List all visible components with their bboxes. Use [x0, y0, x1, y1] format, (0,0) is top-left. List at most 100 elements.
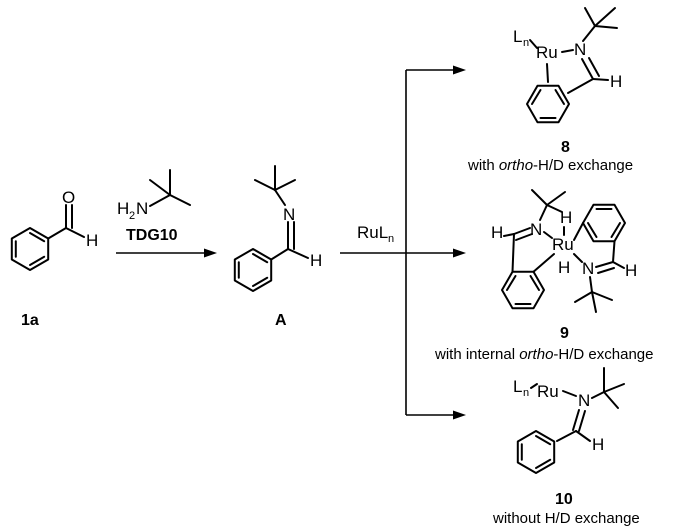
- ligand-l-label: L: [513, 27, 522, 46]
- aldehyde-h-bond: [65, 227, 85, 238]
- compound-10-structure: L n Ru N H: [513, 367, 625, 474]
- arrow-head: [453, 65, 466, 75]
- ligand-ru-bond: [530, 383, 538, 389]
- imine-double-bond: [595, 261, 614, 268]
- hydrogen-label: H: [86, 231, 98, 250]
- ring-to-carbonyl-bond: [47, 227, 67, 240]
- imine-h-bond: [575, 430, 591, 442]
- ru-n-bond: [561, 49, 574, 53]
- hydrogen-label: H: [310, 251, 322, 270]
- ruthenium-label: Ru: [552, 235, 574, 254]
- nitrogen-label: N: [283, 205, 295, 224]
- amine-h-subscript: 2: [129, 210, 135, 222]
- compound-label-10: 10: [555, 491, 573, 508]
- methyl-bond: [149, 179, 171, 196]
- imine-h-bond: [287, 248, 309, 259]
- imine-double-bond: [588, 57, 600, 77]
- amine-h-label: H: [117, 199, 129, 218]
- hydrogen-label: H: [491, 223, 503, 242]
- caption-9: with internal ortho-H/D exchange: [434, 346, 653, 363]
- methyl-bond: [546, 191, 566, 206]
- hydrogen-label: H: [610, 72, 622, 91]
- methyl-bond: [584, 7, 596, 27]
- methyl-bond: [574, 291, 593, 303]
- aromatic-double-bond: [29, 232, 46, 243]
- aromatic-double-bond: [506, 275, 517, 291]
- aromatic-double-bond: [531, 89, 542, 105]
- ru-n-bond: [562, 390, 577, 397]
- methyl-bond: [274, 179, 296, 191]
- compound-1a-structure: O H: [10, 188, 98, 271]
- benzene-ring: [516, 430, 556, 474]
- benzene-ring: [10, 227, 50, 271]
- aromatic-double-bond: [29, 255, 46, 266]
- n-c-bond: [589, 276, 593, 293]
- nitrogen-bottom-label: N: [582, 259, 594, 278]
- ring-to-imine-bond: [612, 240, 616, 263]
- n-ru-bond: [573, 253, 583, 263]
- oxygen-label: O: [62, 188, 75, 207]
- ligand-subscript: n: [523, 387, 529, 399]
- arrow-head: [453, 410, 466, 420]
- benzene-ring-right: [582, 203, 626, 243]
- aromatic-double-bond: [535, 458, 552, 469]
- n-c-bond: [149, 194, 171, 207]
- benzene-ring: [233, 248, 273, 292]
- imine-h-bond: [612, 261, 625, 269]
- ring-to-imine-bond: [567, 78, 594, 94]
- arrow-head: [204, 248, 217, 258]
- nitrogen-label: N: [574, 40, 586, 59]
- compound-label-1a: 1a: [21, 312, 39, 329]
- compound-a-structure: N H: [233, 165, 322, 292]
- methyl-bond: [591, 291, 613, 301]
- ring-to-imine-bond: [556, 430, 577, 442]
- ring-ru-bond: [573, 222, 584, 241]
- methyl-bond: [546, 204, 563, 213]
- catalyst-label: RuL: [357, 223, 388, 242]
- imine-double-bond: [513, 227, 531, 235]
- imine-double-bond: [597, 267, 615, 274]
- aromatic-double-bond: [535, 435, 552, 446]
- ligand-ru-bond: [529, 39, 538, 49]
- ring-to-imine-bond: [270, 248, 289, 261]
- ru-c-bond: [546, 63, 549, 83]
- hydrogen-label: H: [592, 435, 604, 454]
- aromatic-double-bond: [554, 89, 565, 105]
- ru-hydride-top: H: [560, 208, 572, 227]
- aromatic-double-bond: [610, 222, 621, 238]
- ruthenium-label: Ru: [537, 382, 559, 401]
- imine-h-bond: [592, 78, 609, 81]
- methyl-bond: [531, 189, 548, 206]
- n-c-bond: [582, 25, 596, 42]
- methyl-bond: [603, 391, 619, 409]
- caption-10: without H/D exchange: [492, 510, 640, 527]
- benzene-ring: [526, 84, 570, 124]
- imine-double-bond: [572, 409, 580, 431]
- compound-9-structure: H N Ru H H H N: [491, 189, 637, 313]
- imine-double-bond: [515, 233, 533, 241]
- nitrogen-top-label: N: [530, 220, 542, 239]
- ligand-l-label: L: [513, 377, 522, 396]
- compound-8-structure: L n Ru N H: [513, 7, 622, 124]
- compound-label-8: 8: [561, 139, 570, 156]
- imine-h-bond: [503, 233, 515, 237]
- methyl-bond: [254, 179, 276, 191]
- caption-8: with ortho-H/D exchange: [467, 157, 633, 174]
- tert-butylamine-structure: H 2 N: [117, 169, 191, 222]
- methyl-bond: [594, 7, 616, 27]
- ru-hydride-bottom: H: [558, 258, 570, 277]
- compound-label-a: A: [275, 312, 287, 329]
- aromatic-double-bond: [252, 253, 269, 264]
- methyl-bond: [591, 291, 597, 313]
- methyl-bond: [169, 194, 191, 206]
- ruthenium-label: Ru: [536, 43, 558, 62]
- imine-double-bond: [578, 410, 586, 432]
- aromatic-double-bond: [587, 222, 598, 238]
- n-c-bond: [274, 189, 286, 206]
- n-ru-bond: [543, 231, 553, 239]
- arrow-head: [453, 248, 466, 258]
- tdg10-label: TDG10: [126, 227, 178, 244]
- amine-n-label: N: [136, 199, 148, 218]
- ligand-subscript: n: [523, 37, 529, 49]
- benzene-ring-left: [501, 270, 545, 310]
